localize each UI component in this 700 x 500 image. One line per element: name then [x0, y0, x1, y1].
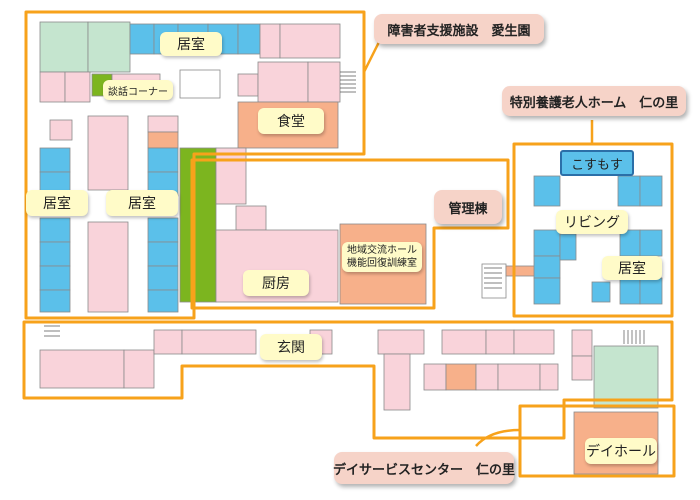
- room: [307, 61, 341, 103]
- facility-tag-text: 管理棟: [448, 201, 488, 217]
- room: [39, 289, 71, 313]
- facility-tag-kanri: 管理棟: [434, 190, 502, 224]
- room: [147, 265, 179, 291]
- room: [64, 71, 91, 103]
- room: [259, 23, 281, 59]
- room-label-text: 居室: [128, 196, 156, 212]
- room: [383, 353, 411, 411]
- room: [39, 241, 71, 267]
- room: [235, 205, 267, 231]
- room: [571, 355, 593, 381]
- room: [593, 345, 659, 409]
- room-label-kyoshitsu-left: 居室: [26, 190, 88, 216]
- room: [377, 329, 425, 355]
- room-label-koryu: 地域交流ホール 機能回復訓練室: [342, 242, 422, 272]
- room: [481, 263, 507, 299]
- room-label-text: 居室: [43, 196, 71, 212]
- room: [505, 265, 537, 277]
- room: [87, 21, 131, 73]
- room: [39, 21, 89, 73]
- kanri-outline: [190, 158, 510, 310]
- room: [147, 289, 179, 313]
- stairs: [44, 71, 645, 344]
- room-label-kyoshitsu-mid: 居室: [106, 190, 178, 216]
- room-label-text: 玄関: [277, 340, 305, 356]
- room: [147, 217, 179, 243]
- room: [279, 23, 341, 59]
- room: [39, 147, 71, 173]
- aiseien-outline: [24, 10, 366, 320]
- room: [147, 131, 179, 149]
- facility-tag-text: デイサービスセンター 仁の里: [333, 462, 516, 478]
- jinnosato-outline: [512, 142, 674, 318]
- room: [639, 277, 663, 305]
- room: [87, 221, 129, 313]
- room: [237, 73, 259, 97]
- room-label-text: 地域交流ホール 機能回復訓練室: [347, 245, 417, 269]
- room: [513, 329, 555, 355]
- room: [475, 363, 499, 391]
- room-label-text: 居室: [618, 261, 646, 277]
- room-label-text: デイホール: [586, 444, 656, 460]
- day-hall-outline: [518, 404, 676, 478]
- room: [639, 175, 663, 207]
- room-label-living: リビング: [556, 210, 628, 234]
- room: [39, 217, 71, 243]
- room: [179, 147, 217, 303]
- facility-tag-aiseien: 障害者支援施設 愛生園: [374, 14, 544, 44]
- room-label-text: 居室: [177, 37, 205, 53]
- room-label-danwa: 談話コーナー: [103, 80, 173, 100]
- room: [147, 147, 179, 173]
- room: [619, 277, 641, 305]
- room: [153, 329, 183, 355]
- room: [617, 175, 641, 207]
- room: [39, 349, 125, 389]
- facility-tag-text: 障害者支援施設 愛生園: [387, 23, 531, 39]
- room: [533, 175, 561, 207]
- room: [591, 281, 611, 303]
- room: [539, 363, 559, 391]
- room-label-genkan: 玄関: [260, 334, 322, 360]
- room-label-kyoshitsu-right: 居室: [602, 256, 662, 280]
- room: [39, 265, 71, 291]
- room: [441, 329, 487, 355]
- unit-tag-kosumosu: こすもす: [560, 150, 634, 176]
- room: [123, 349, 155, 389]
- room: [559, 233, 577, 261]
- room: [533, 277, 561, 305]
- unit-tag-text: こすもす: [571, 157, 623, 173]
- room: [237, 23, 261, 55]
- room: [179, 69, 221, 99]
- room-label-text: 厨房: [262, 276, 290, 292]
- facility-tag-day-service: デイサービスセンター 仁の里: [333, 452, 516, 484]
- room: [147, 115, 179, 133]
- facility-tag-jinnosato: 特別養護老人ホーム 仁の里: [502, 86, 686, 116]
- room: [257, 61, 309, 103]
- room-label-text: 談話コーナー: [108, 86, 168, 98]
- room-label-shokudo: 食堂: [258, 108, 324, 134]
- room: [49, 119, 73, 141]
- day-service-outline: [22, 320, 674, 440]
- room-label-text: 食堂: [277, 114, 305, 130]
- room: [639, 229, 663, 257]
- facility-tag-text: 特別養護老人ホーム 仁の里: [509, 95, 679, 111]
- room: [485, 329, 515, 355]
- room: [571, 329, 593, 357]
- room: [497, 363, 541, 391]
- room: [423, 363, 447, 391]
- room: [445, 363, 477, 391]
- room: [533, 255, 561, 279]
- room-label-text: リビング: [564, 215, 620, 231]
- room-label-dayhall: デイホール: [585, 438, 657, 464]
- room: [533, 229, 561, 257]
- room: [215, 147, 247, 205]
- room: [147, 241, 179, 267]
- building-outlines: [22, 10, 676, 478]
- room-label-kyoshitsu-top: 居室: [160, 32, 222, 56]
- room: [129, 23, 155, 55]
- room: [87, 115, 129, 191]
- room: [39, 71, 66, 103]
- room-label-chubo: 厨房: [243, 270, 309, 296]
- room: [181, 329, 257, 355]
